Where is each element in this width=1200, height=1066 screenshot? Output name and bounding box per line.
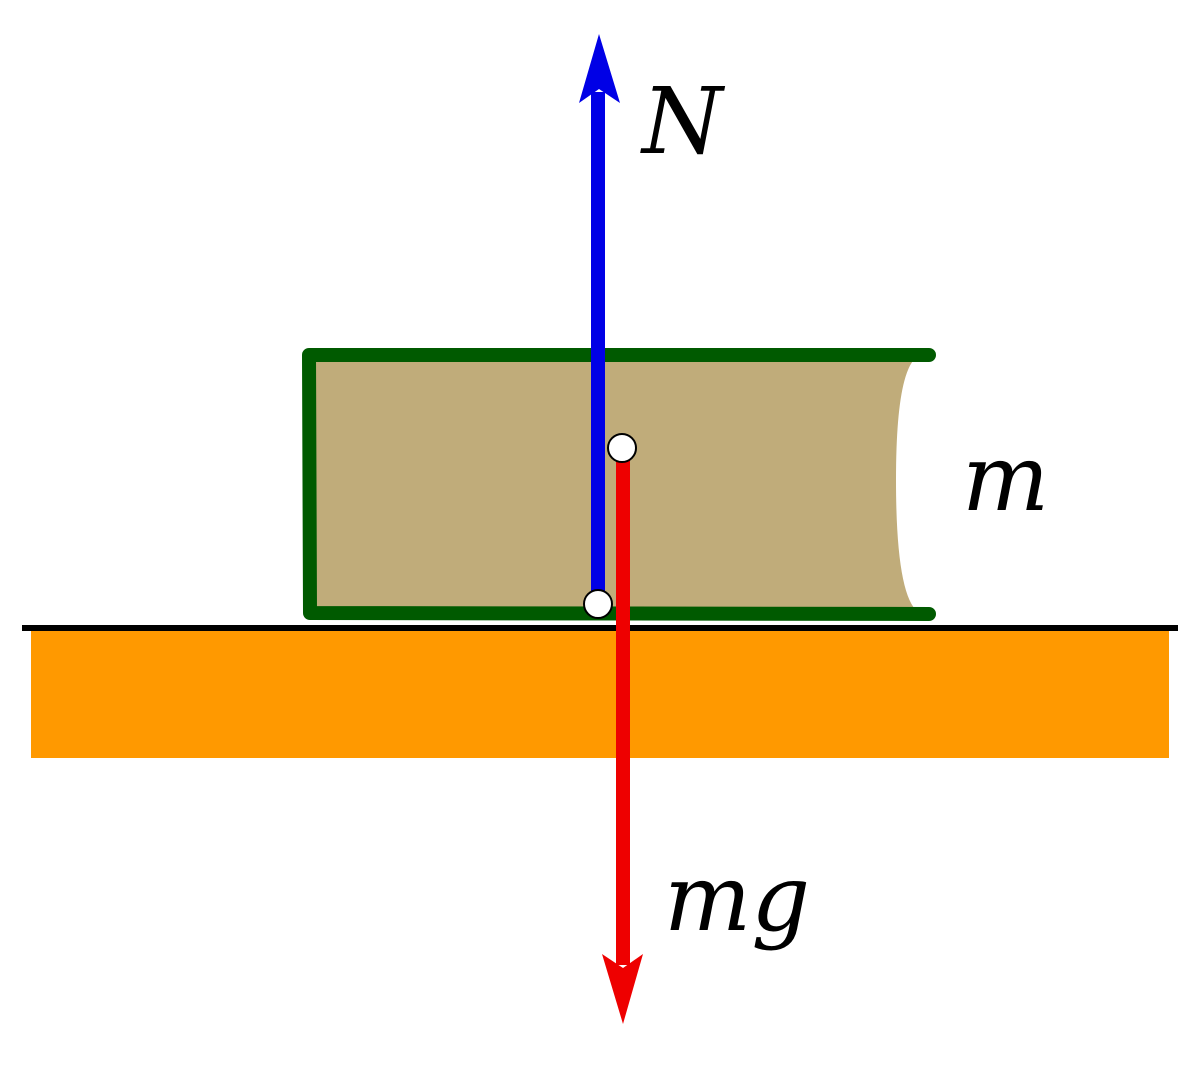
- normal-force-arrowhead: [579, 34, 620, 103]
- book-pages: [310, 356, 918, 612]
- weight-label: mg: [664, 845, 810, 952]
- table: [31, 628, 1169, 758]
- normal-force-application-point: [583, 589, 613, 619]
- center-of-mass-point: [607, 433, 637, 463]
- normal-force-label: N: [640, 68, 726, 175]
- mass-label: m: [962, 425, 1049, 532]
- weight-arrowhead: [602, 954, 643, 1024]
